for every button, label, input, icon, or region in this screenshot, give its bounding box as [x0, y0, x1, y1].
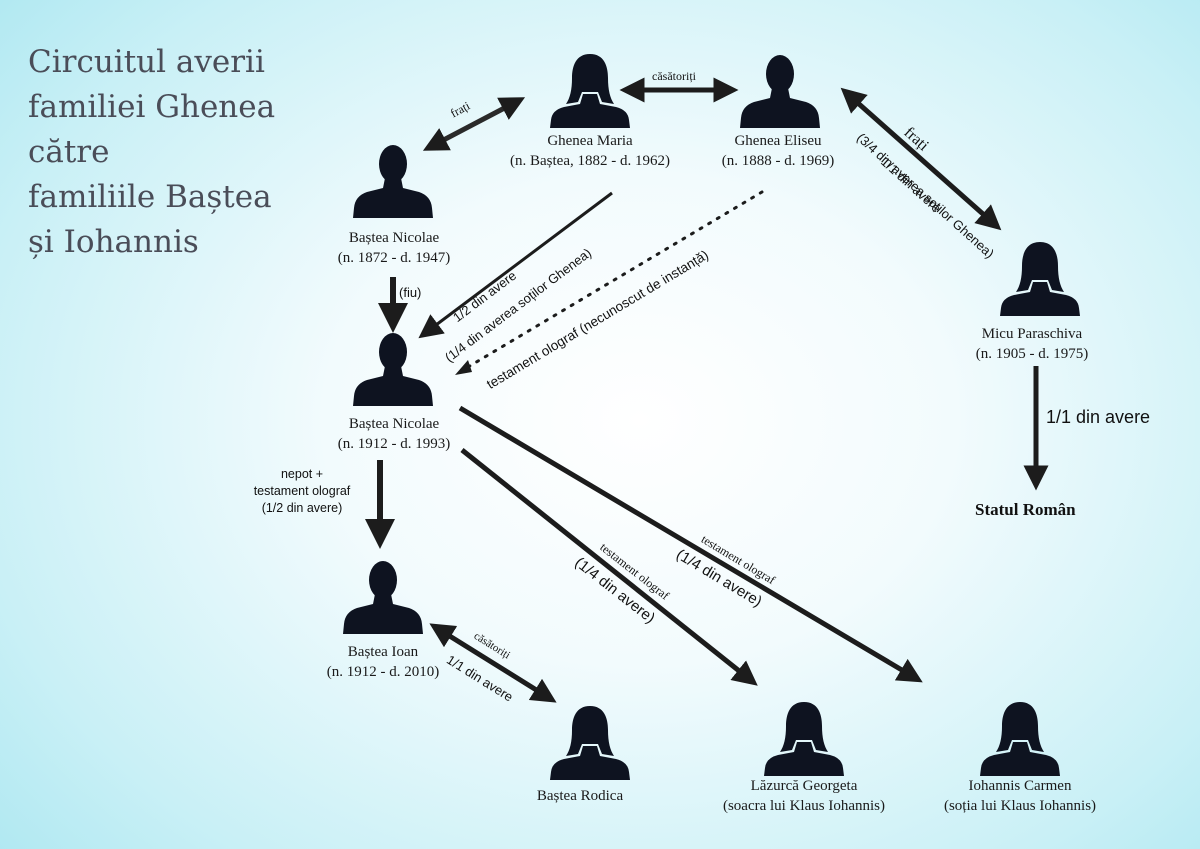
arrow-frati-left [422, 97, 526, 151]
title-line-5: și Iohannis [28, 224, 199, 260]
female-person-icon [764, 700, 844, 776]
male-person-icon [740, 52, 820, 128]
female-person-icon [1000, 240, 1080, 316]
person-lazurca-georgeta: Lăzurcă Georgeta (soacra lui Klaus Iohan… [674, 776, 934, 816]
person-ghenea-maria: Ghenea Maria (n. Baștea, 1882 - d. 1962) [460, 131, 720, 171]
person-dates: (n. 1872 - d. 1947) [337, 250, 451, 266]
title-line-2: familiei Ghenea [28, 89, 276, 125]
arrow-testament-dotted [461, 190, 764, 372]
person-iohannis-carmen: Iohannis Carmen (soția lui Klaus Iohanni… [890, 776, 1150, 816]
person-name: Micu Paraschiva [981, 326, 1083, 342]
title-line-4: familiile Baștea [28, 179, 272, 215]
arrow-maria-nicolae [418, 191, 613, 339]
label-nepot-line-1: nepot + [280, 467, 324, 481]
person-dates: (n. 1912 - d. 1993) [337, 436, 451, 452]
label-nepot: nepot + testament olograf (1/2 din avere… [246, 466, 358, 517]
statul-roman-label: Statul Român [975, 500, 1076, 519]
person-bastea-rodica: Baștea Rodica [450, 786, 710, 806]
arrow-nicolae-lazurca [460, 448, 758, 686]
title-line-3: către [28, 134, 110, 170]
female-person-icon [550, 704, 630, 780]
diagram-title: Circuitul averii familiei Ghenea către f… [28, 40, 275, 265]
male-person-icon [353, 330, 433, 406]
person-dates: (n. 1912 - d. 2010) [326, 664, 440, 680]
person-dates: (n. 1905 - d. 1975) [975, 346, 1089, 362]
person-dates: (soția lui Klaus Iohannis) [943, 798, 1097, 814]
person-dates: (n. Baștea, 1882 - d. 1962) [510, 153, 670, 169]
person-name: Baștea Rodica [536, 788, 624, 804]
person-ghenea-eliseu: Ghenea Eliseu (n. 1888 - d. 1969) [648, 131, 908, 171]
label-statul-share: 1/1 din avere [1046, 407, 1151, 427]
person-name: Ghenea Maria [547, 133, 633, 149]
female-person-icon [550, 52, 630, 128]
arrowhead-testament-dotted [455, 360, 472, 375]
male-person-icon [353, 142, 433, 218]
label-fiu: (fiu) [399, 285, 422, 300]
person-dates: (n. 1888 - d. 1969) [721, 153, 835, 169]
person-micu-paraschiva: Micu Paraschiva (n. 1905 - d. 1975) [902, 324, 1162, 364]
person-name: Iohannis Carmen [968, 778, 1072, 794]
male-person-icon [343, 558, 423, 634]
label-nepot-line-3: (1/2 din avere) [261, 501, 343, 515]
title-line-1: Circuitul averii [28, 44, 265, 80]
person-name: Baștea Nicolae [348, 416, 440, 432]
label-casatoriti-top: căsătoriți [652, 69, 696, 83]
label-nepot-line-2: testament olograf [253, 484, 351, 498]
person-dates: (soacra lui Klaus Iohannis) [722, 798, 886, 814]
person-name: Baștea Nicolae [348, 230, 440, 246]
person-bastea-nicolae-1912: Baștea Nicolae (n. 1912 - d. 1993) [264, 414, 524, 454]
person-name: Lăzurcă Georgeta [750, 778, 858, 794]
person-bastea-ioan: Baștea Ioan (n. 1912 - d. 2010) [253, 642, 513, 682]
arrow-casatoriti-bottom [429, 623, 557, 703]
person-name: Ghenea Eliseu [734, 133, 822, 149]
female-person-icon [980, 700, 1060, 776]
arrow-nicolae-carmen [458, 405, 923, 683]
person-bastea-nicolae-1872: Baștea Nicolae (n. 1872 - d. 1947) [264, 228, 524, 268]
arrow-frati-right [840, 87, 1002, 231]
person-name: Baștea Ioan [347, 644, 419, 660]
